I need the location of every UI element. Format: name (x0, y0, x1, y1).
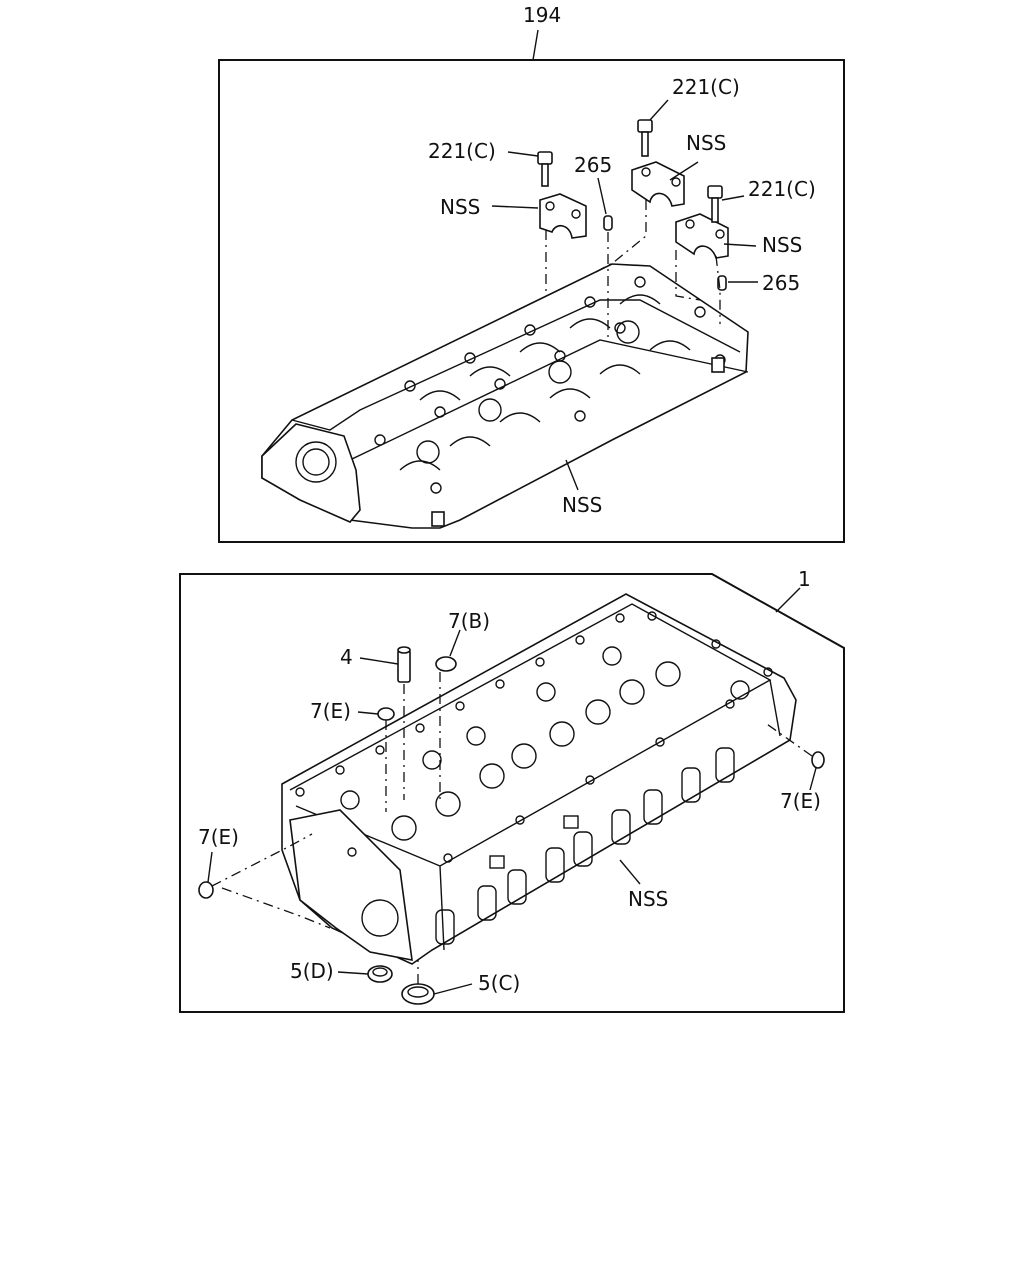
plug-7e-left[interactable] (198, 881, 214, 899)
head-bolt-holes (295, 611, 773, 863)
carrier-end-bore-inner (302, 448, 330, 476)
label-head[interactable]: NSS (628, 887, 668, 911)
head-ports (435, 747, 735, 945)
label-plug-7b[interactable]: 7(B) (448, 609, 490, 633)
head-end-face (289, 809, 413, 961)
label-plug-7e-top[interactable]: 7(E) (310, 699, 351, 723)
upper-panel: 194 (218, 3, 845, 543)
head-right-edge (769, 679, 781, 737)
label-seal-5d[interactable]: 5(D) (290, 959, 334, 983)
seal-5c[interactable] (401, 983, 435, 1005)
label-bolt-right[interactable]: 221(C) (748, 177, 816, 201)
plug-7e-right[interactable] (811, 751, 825, 769)
head-end-bore (361, 899, 399, 937)
seal-5d[interactable] (367, 965, 393, 983)
bearing-cap-left[interactable] (539, 193, 587, 239)
bolt-top[interactable] (637, 119, 653, 157)
lower-ref-leader (775, 587, 801, 613)
lower-ref-label[interactable]: 1 (798, 567, 811, 591)
label-cap-left[interactable]: NSS (440, 195, 480, 219)
label-bolt-left[interactable]: 221(C) (428, 139, 496, 163)
carrier-top-edge (291, 299, 741, 431)
carrier-saddles (399, 294, 691, 471)
label-dowel-top[interactable]: 265 (574, 153, 612, 177)
carrier-tab-right (711, 357, 725, 373)
carrier-bosses (374, 276, 726, 494)
label-plug-7e-left[interactable]: 7(E) (198, 825, 239, 849)
plug-7b[interactable] (435, 656, 457, 672)
carrier-end-plate (261, 423, 361, 523)
head-recesses (340, 646, 750, 841)
head-lug (489, 855, 505, 869)
dowel-top[interactable] (603, 215, 613, 231)
bearing-cap-right[interactable] (675, 213, 729, 259)
upper-ref-label[interactable]: 194 (523, 3, 561, 27)
label-carrier[interactable]: NSS (562, 493, 602, 517)
label-cap-right[interactable]: NSS (762, 233, 802, 257)
bearing-cap-top[interactable] (631, 161, 685, 207)
label-guide[interactable]: 4 (340, 645, 353, 669)
carrier-bore-2 (478, 398, 502, 422)
lower-leaders (207, 629, 817, 995)
upper-ref-leader (532, 29, 539, 61)
lower-panel: 1 (179, 567, 845, 1013)
bolt-right[interactable] (707, 185, 723, 223)
label-cap-top[interactable]: NSS (686, 131, 726, 155)
plug-7e-top[interactable] (377, 707, 395, 721)
carrier-end-bore (295, 441, 337, 483)
label-plug-7e-right[interactable]: 7(E) (780, 789, 821, 813)
label-seal-5c[interactable]: 5(C) (478, 971, 520, 995)
upper-panel-frame (218, 59, 845, 543)
head-corner-edge (439, 865, 445, 951)
cylinder-head[interactable] (281, 593, 797, 965)
label-dowel-right[interactable]: 265 (762, 271, 800, 295)
carrier-bore-1 (416, 440, 440, 464)
label-bolt-top[interactable]: 221(C) (672, 75, 740, 99)
lower-panel-frame (179, 573, 845, 1013)
lower-assembly-lines (211, 672, 813, 984)
bolt-left[interactable] (537, 151, 553, 187)
carrier-tab (431, 511, 445, 527)
upper-leaders (491, 99, 758, 491)
head-lug-2 (563, 815, 579, 829)
camshaft-carrier[interactable] (261, 263, 749, 529)
valve-guide[interactable] (397, 646, 411, 683)
upper-assembly-lines (545, 200, 721, 338)
